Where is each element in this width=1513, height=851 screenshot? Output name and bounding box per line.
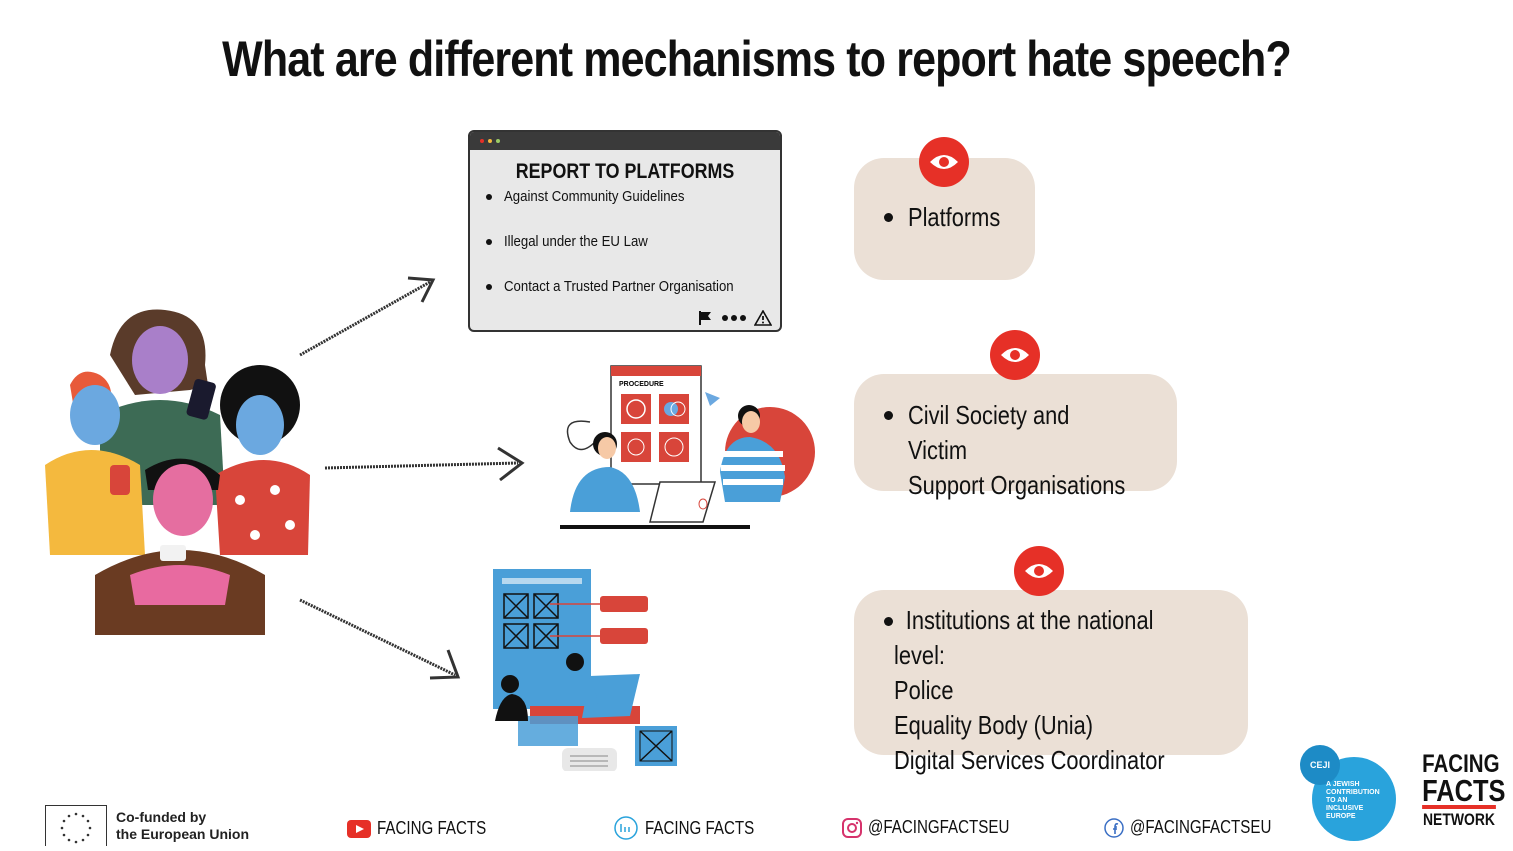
report-platforms-window: REPORT TO PLATFORMS Against Community Gu… bbox=[468, 130, 782, 332]
website-link[interactable]: FACING FACTS bbox=[613, 815, 775, 841]
card-text: Platforms bbox=[908, 202, 1001, 232]
platform-list: Against Community Guidelines Illegal und… bbox=[470, 188, 780, 323]
window-titlebar bbox=[470, 132, 780, 150]
platform-heading: REPORT TO PLATFORMS bbox=[515, 160, 735, 183]
facebook-link[interactable]: @FACINGFACTSEU bbox=[1104, 817, 1298, 838]
ceji-logo: CEJI A JEWISH CONTRIBUTION TO AN INCLUSI… bbox=[1300, 745, 1396, 841]
website-icon bbox=[614, 816, 638, 840]
more-icon bbox=[722, 315, 746, 321]
instagram-link[interactable]: @FACINGFACTSEU bbox=[842, 817, 1036, 838]
ceji-mark: CEJI bbox=[1300, 745, 1340, 785]
procedure-illustration: PROCEDURE bbox=[560, 365, 815, 529]
card-civil-society: Civil Society and Victim Support Organis… bbox=[854, 374, 1177, 500]
warning-icon bbox=[754, 310, 772, 326]
ff-line3: NETWORK bbox=[1422, 810, 1496, 829]
flag-icon bbox=[699, 311, 711, 325]
procedure-label: PROCEDURE bbox=[619, 381, 664, 388]
facing-facts-logo: FACING FACTS NETWORK bbox=[1414, 750, 1506, 831]
list-item: Illegal under the EU Law bbox=[486, 233, 780, 278]
card-text: Institutions at the national level: Poli… bbox=[894, 605, 1165, 775]
list-item: Against Community Guidelines bbox=[486, 188, 780, 233]
instagram-icon bbox=[842, 817, 862, 838]
eye-icon bbox=[990, 330, 1040, 380]
card-text: Civil Society and Victim Support Organis… bbox=[908, 400, 1126, 500]
ff-line2: FACTS bbox=[1422, 773, 1506, 809]
eye-icon bbox=[919, 137, 969, 187]
ceji-tagline: A JEWISH CONTRIBUTION TO AN INCLUSIVE EU… bbox=[1326, 781, 1380, 820]
eu-flag bbox=[45, 805, 107, 846]
eye-icon bbox=[1014, 546, 1064, 596]
card-institutions: Institutions at the national level: Poli… bbox=[854, 590, 1248, 775]
institutions-illustration bbox=[493, 569, 677, 771]
people-illustration bbox=[45, 309, 310, 635]
list-item: Contact a Trusted Partner Organisation bbox=[486, 278, 780, 323]
facebook-icon bbox=[1104, 817, 1124, 838]
youtube-link[interactable]: FACING FACTS bbox=[347, 818, 507, 839]
youtube-icon bbox=[347, 819, 371, 838]
page-title: What are different mechanisms to report … bbox=[222, 31, 1292, 87]
eu-cofunded: Co-funded by the European Union bbox=[116, 809, 249, 842]
arrows bbox=[299, 276, 525, 680]
ff-line1: FACING bbox=[1422, 750, 1500, 778]
